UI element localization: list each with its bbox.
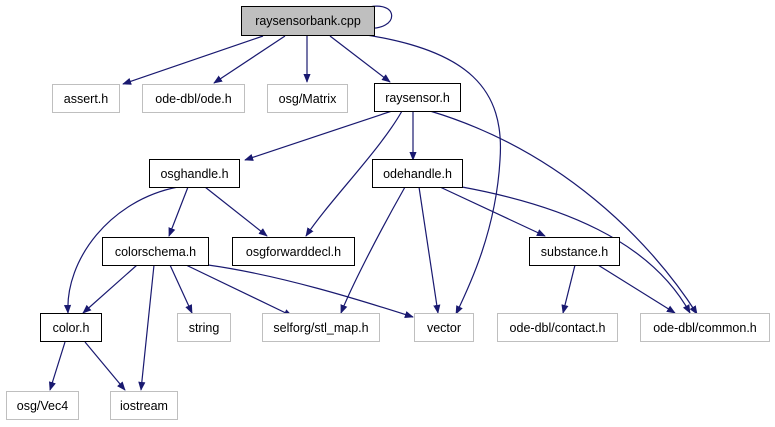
node-osgforwarddecl-h[interactable]: osgforwarddecl.h bbox=[232, 237, 355, 266]
node-ode-dbl-contact-h[interactable]: ode-dbl/contact.h bbox=[497, 313, 618, 342]
node-iostream[interactable]: iostream bbox=[110, 391, 178, 420]
edge-raysensorbank-vector bbox=[359, 33, 502, 315]
edge-color-iostream bbox=[84, 341, 126, 391]
node-assert-h[interactable]: assert.h bbox=[52, 84, 120, 113]
edge-substance-contact bbox=[561, 264, 576, 314]
edge-odehandle-common bbox=[461, 186, 691, 314]
node-string[interactable]: string bbox=[177, 313, 231, 342]
node-ode-dbl-ode-h[interactable]: ode-dbl/ode.h bbox=[142, 84, 245, 113]
node-osg-vec4[interactable]: osg/Vec4 bbox=[6, 391, 79, 420]
edge-raysensor-osgforwarddecl bbox=[305, 110, 403, 237]
edge-colorschema-stlmap bbox=[185, 264, 293, 317]
edge-substance-common bbox=[597, 264, 676, 314]
edge-osghandle-color bbox=[63, 186, 179, 314]
node-raysensor-h[interactable]: raysensor.h bbox=[374, 83, 461, 112]
edge-raysensor-common bbox=[429, 110, 698, 315]
edge-raysensorbank-ode bbox=[213, 35, 286, 84]
node-colorschema-h[interactable]: colorschema.h bbox=[102, 237, 209, 266]
edge-colorschema-string bbox=[169, 264, 193, 314]
node-selforg-stl-map-h[interactable]: selforg/stl_map.h bbox=[262, 313, 380, 342]
edge-odehandle-vector bbox=[418, 186, 441, 314]
node-color-h[interactable]: color.h bbox=[40, 313, 102, 342]
edge-colorschema-iostream bbox=[138, 264, 155, 391]
edge-raysensorbank-assert bbox=[122, 35, 264, 85]
node-substance-h[interactable]: substance.h bbox=[529, 237, 620, 266]
node-vector[interactable]: vector bbox=[414, 313, 474, 342]
edge-color-vec4 bbox=[48, 341, 66, 391]
edge-odehandle-stlmap bbox=[340, 186, 406, 314]
node-osg-matrix[interactable]: osg/Matrix bbox=[267, 84, 348, 113]
edge-raysensorbank-raysensor bbox=[329, 35, 391, 83]
edge-colorschema-vector bbox=[207, 264, 414, 318]
edge-colorschema-color bbox=[82, 264, 138, 314]
edge-osghandle-colorschema bbox=[168, 186, 189, 237]
edge-odehandle-substance bbox=[439, 186, 546, 237]
edge-raysensor-osghandle bbox=[244, 110, 393, 161]
node-osghandle-h[interactable]: osghandle.h bbox=[149, 159, 240, 188]
node-odehandle-h[interactable]: odehandle.h bbox=[372, 159, 463, 188]
node-raysensorbank-cpp[interactable]: raysensorbank.cpp bbox=[241, 6, 375, 36]
node-ode-dbl-common-h[interactable]: ode-dbl/common.h bbox=[640, 313, 770, 342]
edge-osghandle-osgforwarddecl bbox=[204, 186, 268, 237]
